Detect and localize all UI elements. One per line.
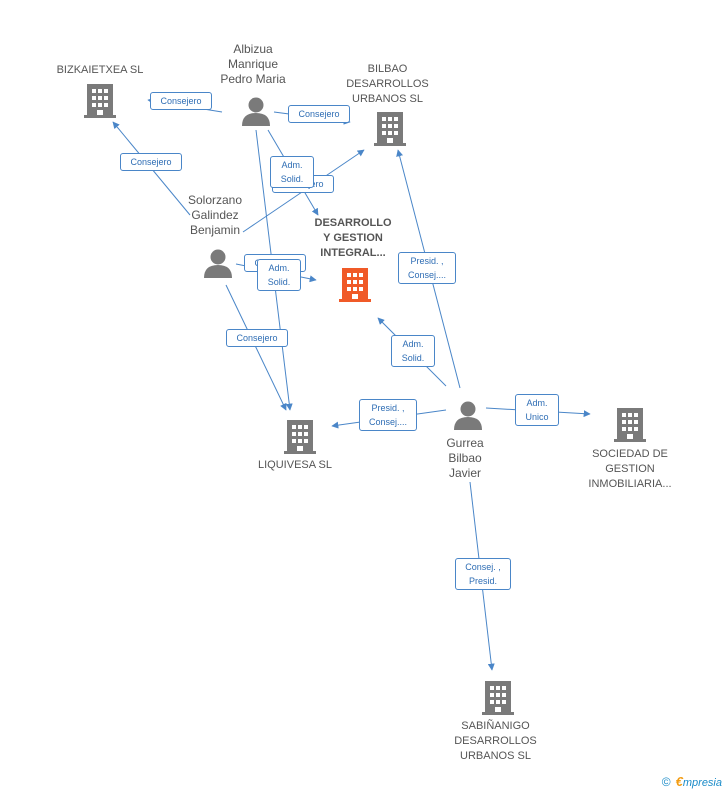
- node-label-liquivesa[interactable]: LIQUIVESA SL: [258, 459, 332, 471]
- edge-label-consejero[interactable]: Consejero: [288, 105, 350, 123]
- person-icon: [454, 401, 482, 430]
- edge-label-consejero[interactable]: Consejero: [226, 329, 288, 347]
- building-icon: [284, 420, 316, 454]
- building-icon: [614, 408, 646, 442]
- person-icon: [204, 249, 232, 278]
- edge-label-consejero[interactable]: Consejero: [120, 153, 182, 171]
- building-icon: [374, 112, 406, 146]
- edge-label-adm-solid[interactable]: Adm. Solid.: [257, 259, 301, 291]
- edge-label-presid-consej[interactable]: Presid. , Consej....: [398, 252, 456, 284]
- node-label-sabinanigo[interactable]: SABIÑANIGO DESARROLLOS URBANOS SL: [454, 720, 537, 762]
- node-label-bizkaietxea[interactable]: BIZKAIETXEA SL: [56, 64, 144, 76]
- node-label-solorzano[interactable]: Solorzano Galindez Benjamin: [187, 193, 243, 237]
- brand-logo: €mpresia: [675, 774, 722, 789]
- edge-label-presid-consej[interactable]: Presid. , Consej....: [359, 399, 417, 431]
- node-label-desarrollo[interactable]: DESARROLLO Y GESTION INTEGRAL...: [314, 217, 392, 259]
- edge-label-consej-presid[interactable]: Consej. , Presid.: [455, 558, 511, 590]
- building-icon-focus: [339, 268, 371, 302]
- node-label-albizua[interactable]: Albizua Manrique Pedro Maria: [220, 42, 286, 86]
- edges-layer: [112, 97, 591, 671]
- person-icon: [242, 97, 270, 126]
- edge-label-adm-solid[interactable]: Adm. Solid.: [270, 156, 314, 188]
- edge-label-consejero[interactable]: Consejero: [150, 92, 212, 110]
- node-label-sociedad[interactable]: SOCIEDAD DE GESTION INMOBILIARIA...: [588, 448, 672, 490]
- edge-solorzano-liquivesa: [225, 284, 287, 411]
- node-label-gurrea[interactable]: Gurrea Bilbao Javier: [446, 436, 484, 480]
- edge-label-adm-solid[interactable]: Adm. Solid.: [391, 335, 435, 367]
- copyright-symbol: ©: [661, 775, 671, 789]
- building-icon: [482, 681, 514, 715]
- footer-brand: © €mpresia: [662, 774, 722, 789]
- node-label-bilbao-desarrollos[interactable]: BILBAO DESARROLLOS URBANOS SL: [346, 63, 429, 105]
- building-icon: [84, 84, 116, 118]
- edge-label-adm-unico[interactable]: Adm. Unico: [515, 394, 559, 426]
